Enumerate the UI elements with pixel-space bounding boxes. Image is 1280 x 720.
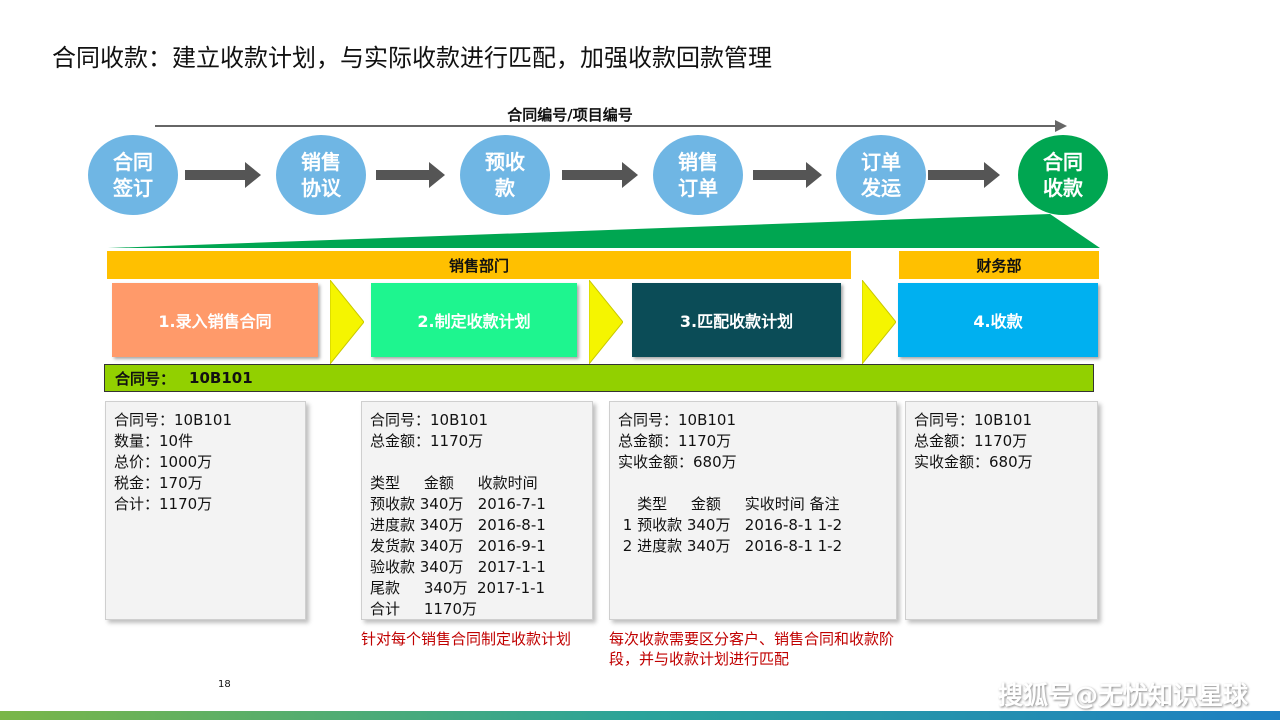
chevron-connector <box>330 280 364 364</box>
step-create-collection-plan: 2.制定收款计划 <box>371 283 577 357</box>
contract-number-bar: 合同号： 10B101 <box>104 364 1094 392</box>
process-node-contract-collection: 合同 收款 <box>1018 135 1108 215</box>
process-node-contract-signing: 合同 签订 <box>88 135 178 215</box>
watermark: 搜狐号@无忧知识星球 <box>998 681 1249 710</box>
detail-box-sales-contract: 合同号：10B101 数量：10件 总价：1000万 税金：170万 合计：11… <box>105 401 306 620</box>
footer-color-strip <box>0 711 1280 720</box>
process-node-order-shipping: 订单 发运 <box>836 135 926 215</box>
axis-line <box>155 125 1060 127</box>
department-band-sales: 销售部门 <box>107 251 851 279</box>
chevron-connector <box>862 280 896 364</box>
chevron-connector <box>589 280 623 364</box>
page-title: 合同收款：建立收款计划，与实际收款进行匹配，加强收款回款管理 <box>52 44 772 72</box>
step-enter-sales-contract: 1.录入销售合同 <box>112 283 318 357</box>
flow-arrow <box>185 162 261 188</box>
step-match-collection-plan: 3.匹配收款计划 <box>632 283 841 357</box>
department-band-finance: 财务部 <box>899 251 1099 279</box>
detail-box-plan-matching: 合同号：10B101 总金额：1170万 实收金额：680万 类型 金额 实收时… <box>609 401 897 620</box>
page-number: 18 <box>218 679 231 690</box>
flow-arrow <box>928 162 1000 188</box>
contract-number-label: 合同号： <box>115 369 176 388</box>
process-node-sales-order: 销售 订单 <box>653 135 743 215</box>
flow-arrow <box>376 162 445 188</box>
process-node-sales-agreement: 销售 协议 <box>276 135 366 215</box>
step-collect-payment: 4.收款 <box>898 283 1098 357</box>
detail-box-collection-plan: 合同号：10B101 总金额：1170万 类型 金额 收款时间 预收款 340万… <box>361 401 593 620</box>
detail-box-collection: 合同号：10B101 总金额：1170万 实收金额：680万 <box>905 401 1098 620</box>
process-node-prepayment: 预收 款 <box>460 135 550 215</box>
contract-number-value: 10B101 <box>189 369 253 387</box>
note-collection-plan: 针对每个销售合同制定收款计划 <box>361 630 572 648</box>
flow-arrow <box>562 162 638 188</box>
axis-arrowhead <box>1055 120 1067 132</box>
axis-label: 合同编号/项目编号 <box>507 106 633 124</box>
flow-arrow <box>753 162 822 188</box>
note-plan-matching: 每次收款需要区分客户、销售合同和收款阶段，并与收款计划进行匹配 <box>609 630 895 668</box>
